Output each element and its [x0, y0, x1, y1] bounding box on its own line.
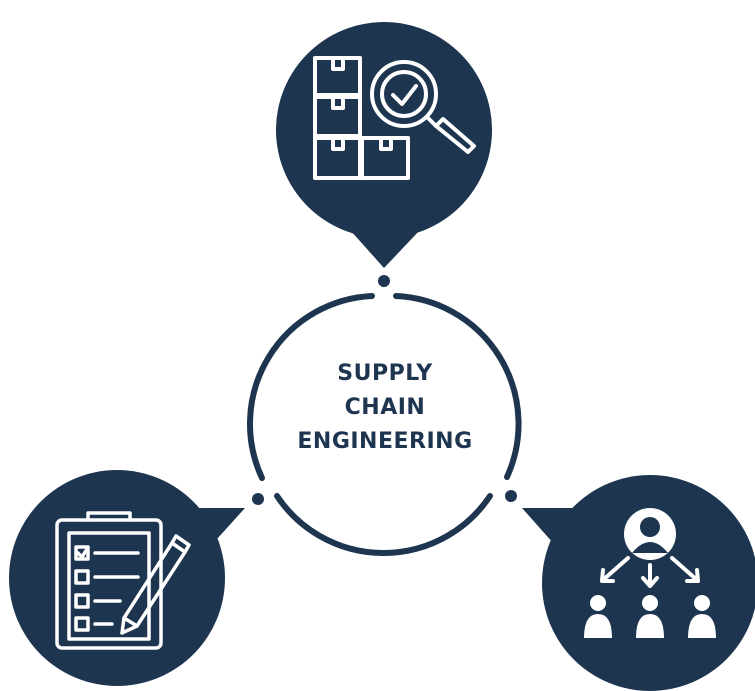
connector-dot-top [378, 275, 390, 287]
center-title: SUPPLY CHAIN ENGINEERING [270, 357, 500, 459]
center-title-line-2: CHAIN [344, 395, 426, 420]
right-node [522, 475, 755, 691]
checklist-clipboard-icon [55, 511, 191, 650]
connector-dot-right [505, 490, 517, 502]
team-distribution-icon [584, 508, 716, 638]
center-ring [246, 293, 522, 556]
inventory-inspection-icon [313, 56, 476, 180]
connector-dot-left [252, 493, 264, 505]
center-title-line-1: SUPPLY [337, 361, 433, 386]
top-node [276, 22, 492, 268]
left-node [9, 470, 245, 686]
center-title-line-3: ENGINEERING [297, 429, 473, 454]
